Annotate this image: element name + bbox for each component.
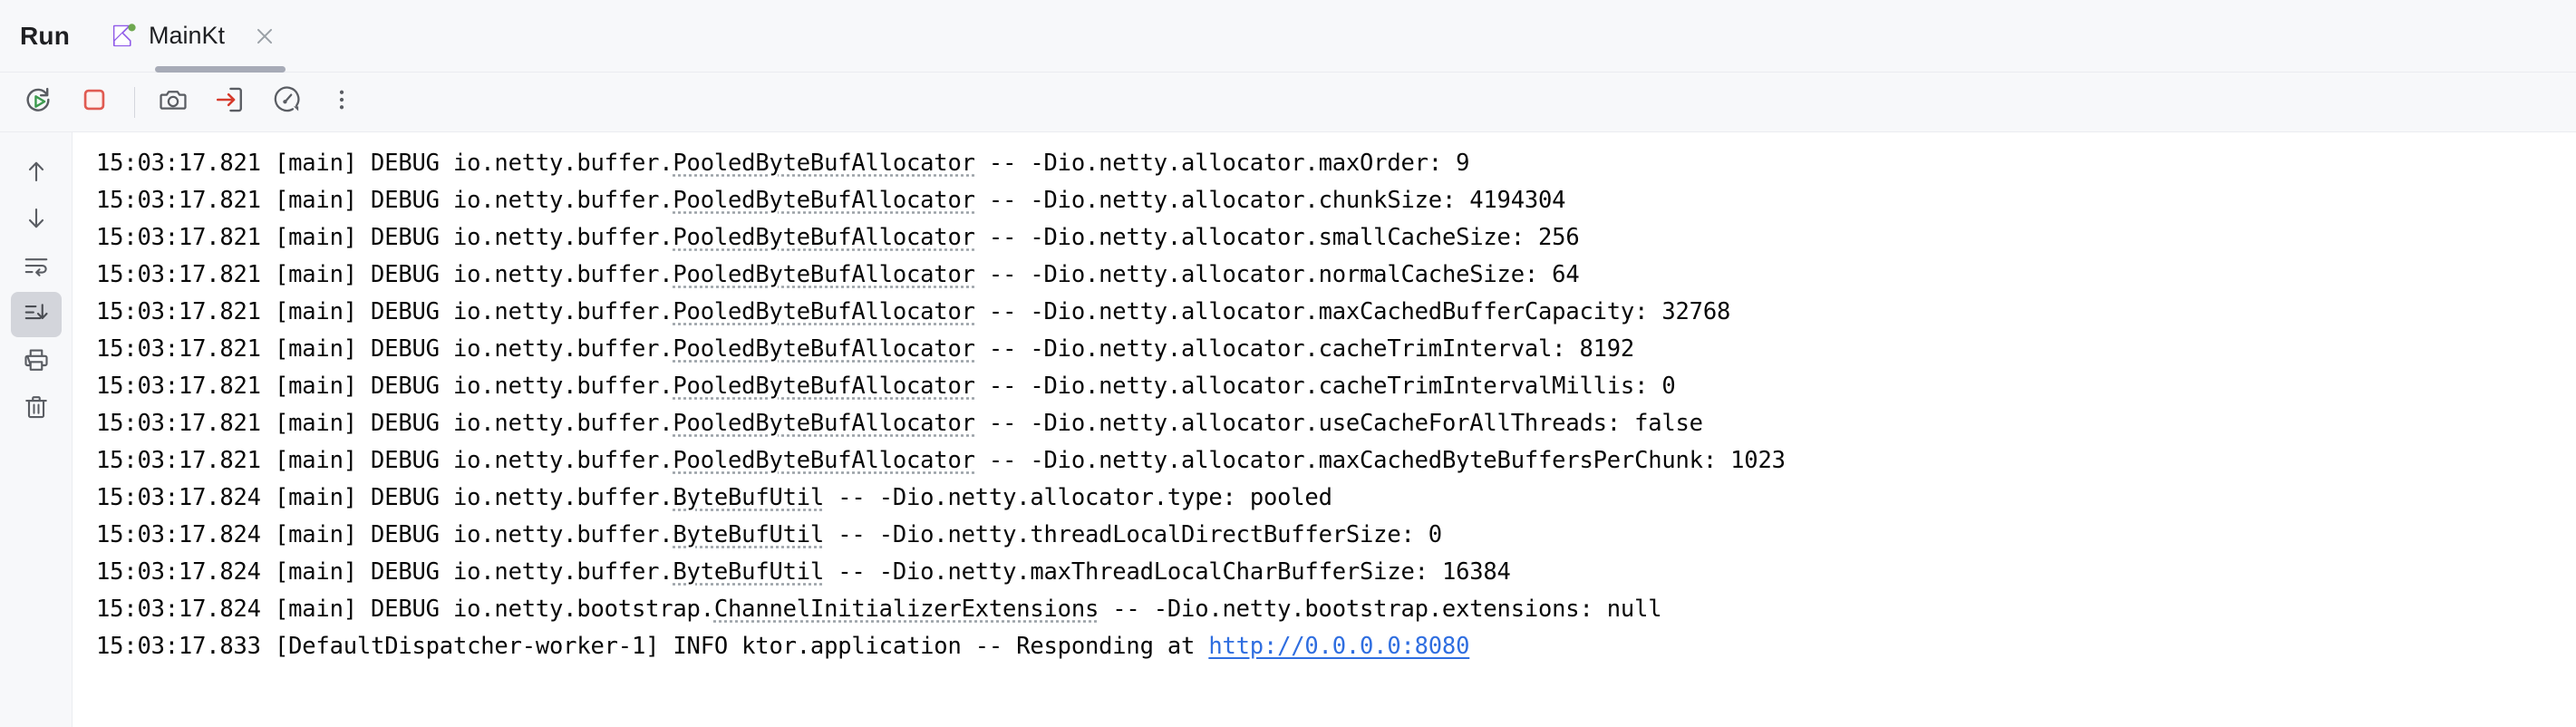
tab-mainkt[interactable]: MainKt	[102, 0, 291, 73]
log-line: 15:03:17.824 [main] DEBUG io.netty.buffe…	[96, 517, 2576, 554]
log-prefix: 15:03:17.821 [main] DEBUG io.netty.buffe…	[96, 261, 673, 288]
log-prefix: 15:03:17.824 [main] DEBUG io.netty.buffe…	[96, 558, 673, 586]
log-line: 15:03:17.824 [main] DEBUG io.netty.buffe…	[96, 480, 2576, 517]
log-class-name[interactable]: PooledByteBufAllocator	[673, 410, 975, 437]
log-line: 15:03:17.821 [main] DEBUG io.netty.buffe…	[96, 368, 2576, 405]
log-line: 15:03:17.821 [main] DEBUG io.netty.buffe…	[96, 257, 2576, 294]
trash-icon	[23, 393, 50, 425]
log-class-name[interactable]: PooledByteBufAllocator	[673, 224, 975, 251]
scroll-to-end-button[interactable]	[10, 292, 62, 337]
log-class-name[interactable]: PooledByteBufAllocator	[673, 187, 975, 214]
log-line: 15:03:17.821 [main] DEBUG io.netty.buffe…	[96, 331, 2576, 368]
log-url-link[interactable]: http://0.0.0.0:8080	[1208, 633, 1470, 660]
log-prefix: 15:03:17.824 [main] DEBUG io.netty.buffe…	[96, 521, 673, 548]
stop-icon	[79, 84, 110, 120]
soft-wrap-icon	[23, 252, 50, 284]
log-prefix: 15:03:17.821 [main] DEBUG io.netty.buffe…	[96, 447, 673, 474]
log-class-name[interactable]: ChannelInitializerExtensions	[713, 596, 1099, 623]
log-prefix: 15:03:17.821 [main] DEBUG io.netty.buffe…	[96, 150, 673, 177]
print-button[interactable]	[11, 339, 62, 384]
log-suffix: -- -Dio.netty.allocator.cacheTrimInterva…	[974, 335, 1635, 363]
log-suffix: -- -Dio.netty.allocator.chunkSize: 41943…	[974, 187, 1566, 214]
log-suffix: -- -Dio.netty.allocator.maxOrder: 9	[974, 150, 1470, 177]
arrow-up-icon	[23, 158, 50, 189]
console-side-toolbar	[0, 132, 73, 727]
log-class-name[interactable]: PooledByteBufAllocator	[673, 298, 975, 325]
log-suffix: -- -Dio.netty.allocator.useCacheForAllTh…	[974, 410, 1703, 437]
log-line: 15:03:17.821 [main] DEBUG io.netty.buffe…	[96, 219, 2576, 257]
printer-icon	[23, 346, 50, 378]
log-prefix: 15:03:17.821 [main] DEBUG io.netty.buffe…	[96, 187, 673, 214]
tab-label: MainKt	[149, 22, 226, 49]
toolbar-separator	[134, 86, 135, 118]
attach-arrow-icon	[214, 84, 245, 120]
rerun-button[interactable]	[16, 81, 60, 124]
log-line: 15:03:17.824 [main] DEBUG io.netty.buffe…	[96, 554, 2576, 591]
log-suffix: -- -Dio.netty.maxThreadLocalCharBufferSi…	[824, 558, 1511, 586]
down-button[interactable]	[11, 198, 62, 243]
camera-icon	[158, 84, 189, 120]
log-suffix: -- -Dio.netty.threadLocalDirectBufferSiz…	[824, 521, 1442, 548]
run-action-toolbar	[0, 73, 2576, 132]
close-icon[interactable]	[251, 23, 278, 50]
log-prefix: 15:03:17.824 [main] DEBUG io.netty.boots…	[96, 596, 714, 623]
log-class-name[interactable]: ByteBufUtil	[673, 558, 825, 586]
log-line: 15:03:17.821 [main] DEBUG io.netty.buffe…	[96, 294, 2576, 331]
up-button[interactable]	[11, 150, 62, 196]
log-suffix: -- -Dio.netty.allocator.smallCacheSize: …	[974, 224, 1580, 251]
log-suffix: -- -Dio.netty.allocator.type: pooled	[824, 484, 1332, 511]
gauge-icon	[270, 84, 301, 120]
vertical-ellipsis-icon	[328, 86, 355, 118]
log-suffix: -- -Dio.netty.allocator.maxCachedBufferC…	[974, 298, 1731, 325]
run-tool-window-header: Run MainKt	[0, 0, 2576, 73]
log-class-name[interactable]: PooledByteBufAllocator	[673, 335, 975, 363]
log-prefix: 15:03:17.821 [main] DEBUG io.netty.buffe…	[96, 298, 673, 325]
capture-memory-snapshot-button[interactable]	[151, 81, 195, 124]
log-suffix: -- -Dio.netty.allocator.normalCacheSize:…	[974, 261, 1580, 288]
tool-window-title: Run	[20, 21, 71, 50]
log-prefix: 15:03:17.821 [main] DEBUG io.netty.buffe…	[96, 335, 673, 363]
scroll-to-end-icon	[23, 299, 50, 331]
kotlin-file-icon	[110, 23, 137, 50]
log-line: 15:03:17.821 [main] DEBUG io.netty.buffe…	[96, 442, 2576, 480]
log-class-name[interactable]: ByteBufUtil	[673, 521, 825, 548]
log-class-name[interactable]: PooledByteBufAllocator	[673, 447, 975, 474]
stop-button[interactable]	[73, 81, 116, 124]
console-output[interactable]: 15:03:17.821 [main] DEBUG io.netty.buffe…	[73, 132, 2576, 727]
log-line: 15:03:17.821 [main] DEBUG io.netty.buffe…	[96, 145, 2576, 182]
tab-active-underline	[155, 65, 286, 73]
rerun-icon	[23, 84, 53, 120]
more-options-button[interactable]	[320, 81, 363, 124]
log-prefix: 15:03:17.821 [main] DEBUG io.netty.buffe…	[96, 224, 673, 251]
log-prefix: 15:03:17.824 [main] DEBUG io.netty.buffe…	[96, 484, 673, 511]
log-class-name[interactable]: PooledByteBufAllocator	[673, 150, 975, 177]
log-suffix: -- -Dio.netty.bootstrap.extensions: null	[1099, 596, 1662, 623]
soft-wrap-button[interactable]	[11, 245, 62, 290]
attach-debugger-button[interactable]	[208, 81, 251, 124]
log-suffix: -- -Dio.netty.allocator.maxCachedByteBuf…	[974, 447, 1786, 474]
log-suffix: -- -Dio.netty.allocator.cacheTrimInterva…	[974, 373, 1676, 400]
clear-all-button[interactable]	[11, 386, 62, 431]
log-line: 15:03:17.833 [DefaultDispatcher-worker-1…	[96, 628, 2576, 665]
log-line: 15:03:17.821 [main] DEBUG io.netty.buffe…	[96, 405, 2576, 442]
log-line: 15:03:17.824 [main] DEBUG io.netty.boots…	[96, 591, 2576, 628]
log-line: 15:03:17.821 [main] DEBUG io.netty.buffe…	[96, 182, 2576, 219]
run-console-body: 15:03:17.821 [main] DEBUG io.netty.buffe…	[0, 132, 2576, 727]
log-class-name[interactable]: ByteBufUtil	[673, 484, 825, 511]
arrow-down-icon	[23, 205, 50, 237]
profiler-button[interactable]	[264, 81, 307, 124]
log-class-name[interactable]: PooledByteBufAllocator	[673, 261, 975, 288]
log-prefix: 15:03:17.821 [main] DEBUG io.netty.buffe…	[96, 373, 673, 400]
log-class-name[interactable]: PooledByteBufAllocator	[673, 373, 975, 400]
log-prefix: 15:03:17.821 [main] DEBUG io.netty.buffe…	[96, 410, 673, 437]
log-prefix: 15:03:17.833 [DefaultDispatcher-worker-1…	[96, 633, 1209, 660]
